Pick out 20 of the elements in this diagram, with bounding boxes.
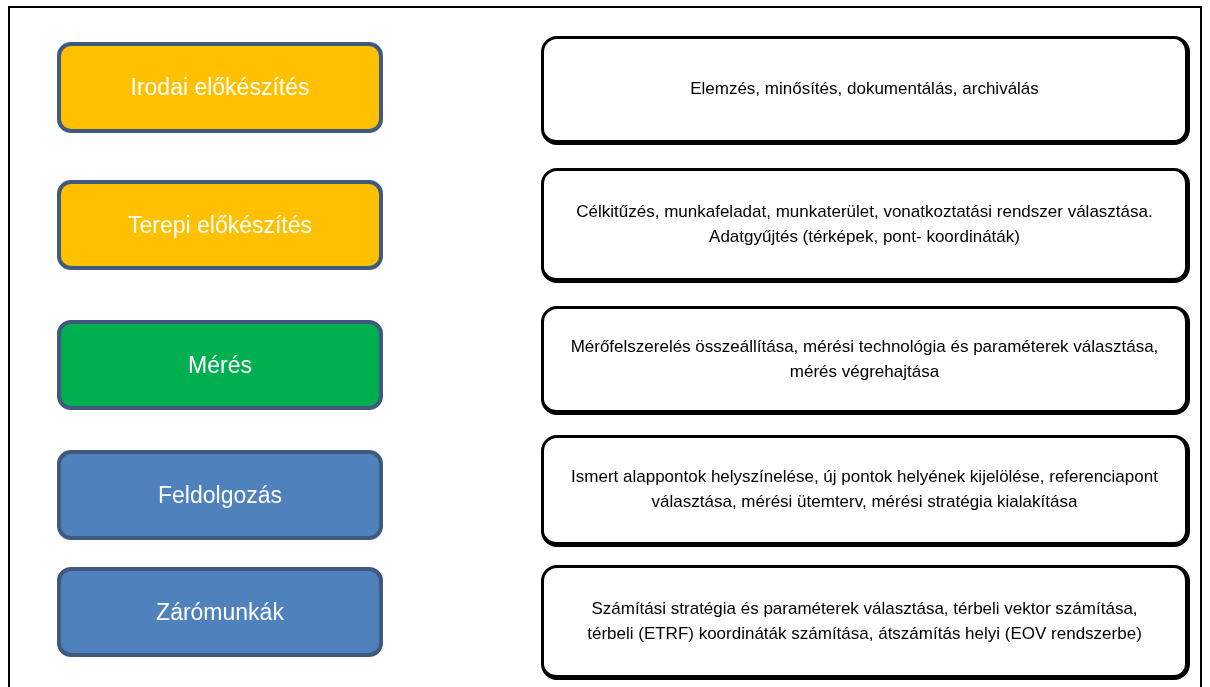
step-description: Elemzés, minősítés, dokumentálás, archiválás [690, 78, 1039, 101]
description-box [541, 435, 1190, 547]
step-title: Feldolgozás [158, 481, 282, 509]
description-box [541, 306, 1190, 415]
step-description: Számítási stratégia és paraméterek választása, térbeli vektor számítása, térbeli (ETRF) koordináták számítása, átszámítás helyi (EOV rendszerbe) [586, 597, 1143, 645]
step-title: Terepi előkészítés [127, 211, 313, 239]
step-box [57, 450, 383, 540]
step-box [57, 567, 383, 657]
step-title: Irodai előkészítés [130, 74, 310, 101]
step-title: Mérés [188, 351, 252, 379]
step-box [57, 180, 383, 270]
step-description: Ismert alappontok helyszínelése, új pontok helyének kijelölése, referenciapont választása, mérési ütemterv, mérési stratégia kialakítása [570, 466, 1159, 513]
description-box [541, 565, 1190, 680]
description-box [541, 168, 1190, 283]
step-description: Mérőfelszerelés összeállítása, mérési technológia és paraméterek választása, mérés végrehajtása [569, 335, 1160, 383]
step-box [57, 320, 383, 410]
description-box [541, 36, 1190, 145]
step-title: Zárómunkák [156, 598, 284, 626]
step-box [57, 42, 383, 133]
step-description: Célkitűzés, munkafeladat, munkaterület, vonatkoztatási rendszer választása. Adatgyűjtés (térképek, pont- koordináták) [575, 200, 1154, 248]
